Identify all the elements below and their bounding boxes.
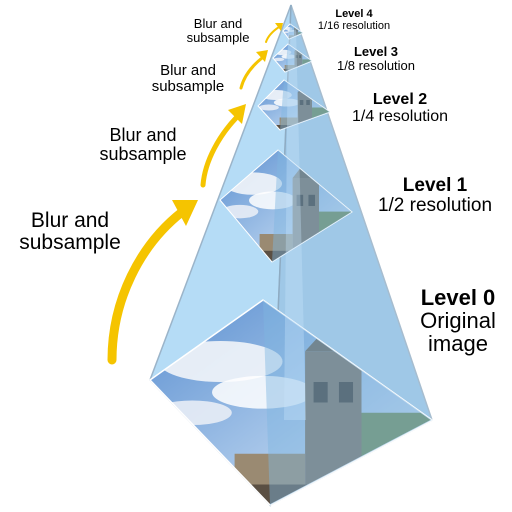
arrow-level-3-to-4 (265, 23, 283, 43)
pyramid-level-1-image (219, 149, 353, 263)
pyramid-center-column (284, 30, 306, 420)
arrow-label-2: Blur and subsample (99, 125, 187, 164)
level-3-label: Level 3 1/8 resolution (336, 44, 416, 73)
arrow-label-4: Blur and subsample (186, 16, 250, 45)
level-2-label: Level 2 1/4 resolution (351, 91, 449, 125)
pyramid-level-3-shade (285, 44, 312, 72)
pyramid-level-2-shade (280, 80, 330, 130)
level-4-label: Level 4 1/16 resolution (317, 8, 391, 32)
arrow-label-1: Blur and subsample (19, 209, 121, 255)
arrow-level-1-to-2 (200, 104, 246, 188)
pyramid-layers (148, 23, 434, 506)
pyramid-level-2-image (257, 79, 332, 131)
level-1-label: Level 1 1/2 resolution (377, 175, 493, 216)
pyramid-level-0-image (148, 299, 434, 506)
arrow-level-0-to-1 (107, 200, 198, 365)
level-0-label: Level 0 Original image (420, 285, 496, 357)
arrow-label-3: Blur and subsample (151, 62, 225, 95)
pyramid-level-4-shade (289, 24, 303, 39)
blur-subsample-arrows (107, 23, 283, 365)
pyramid-level-1-shade (272, 150, 352, 262)
pyramid-level-3-image (272, 43, 314, 73)
arrow-level-2-to-3 (239, 50, 268, 90)
pyramid-level-4-image (282, 23, 305, 40)
pyramid-level-0-shade (263, 300, 432, 505)
